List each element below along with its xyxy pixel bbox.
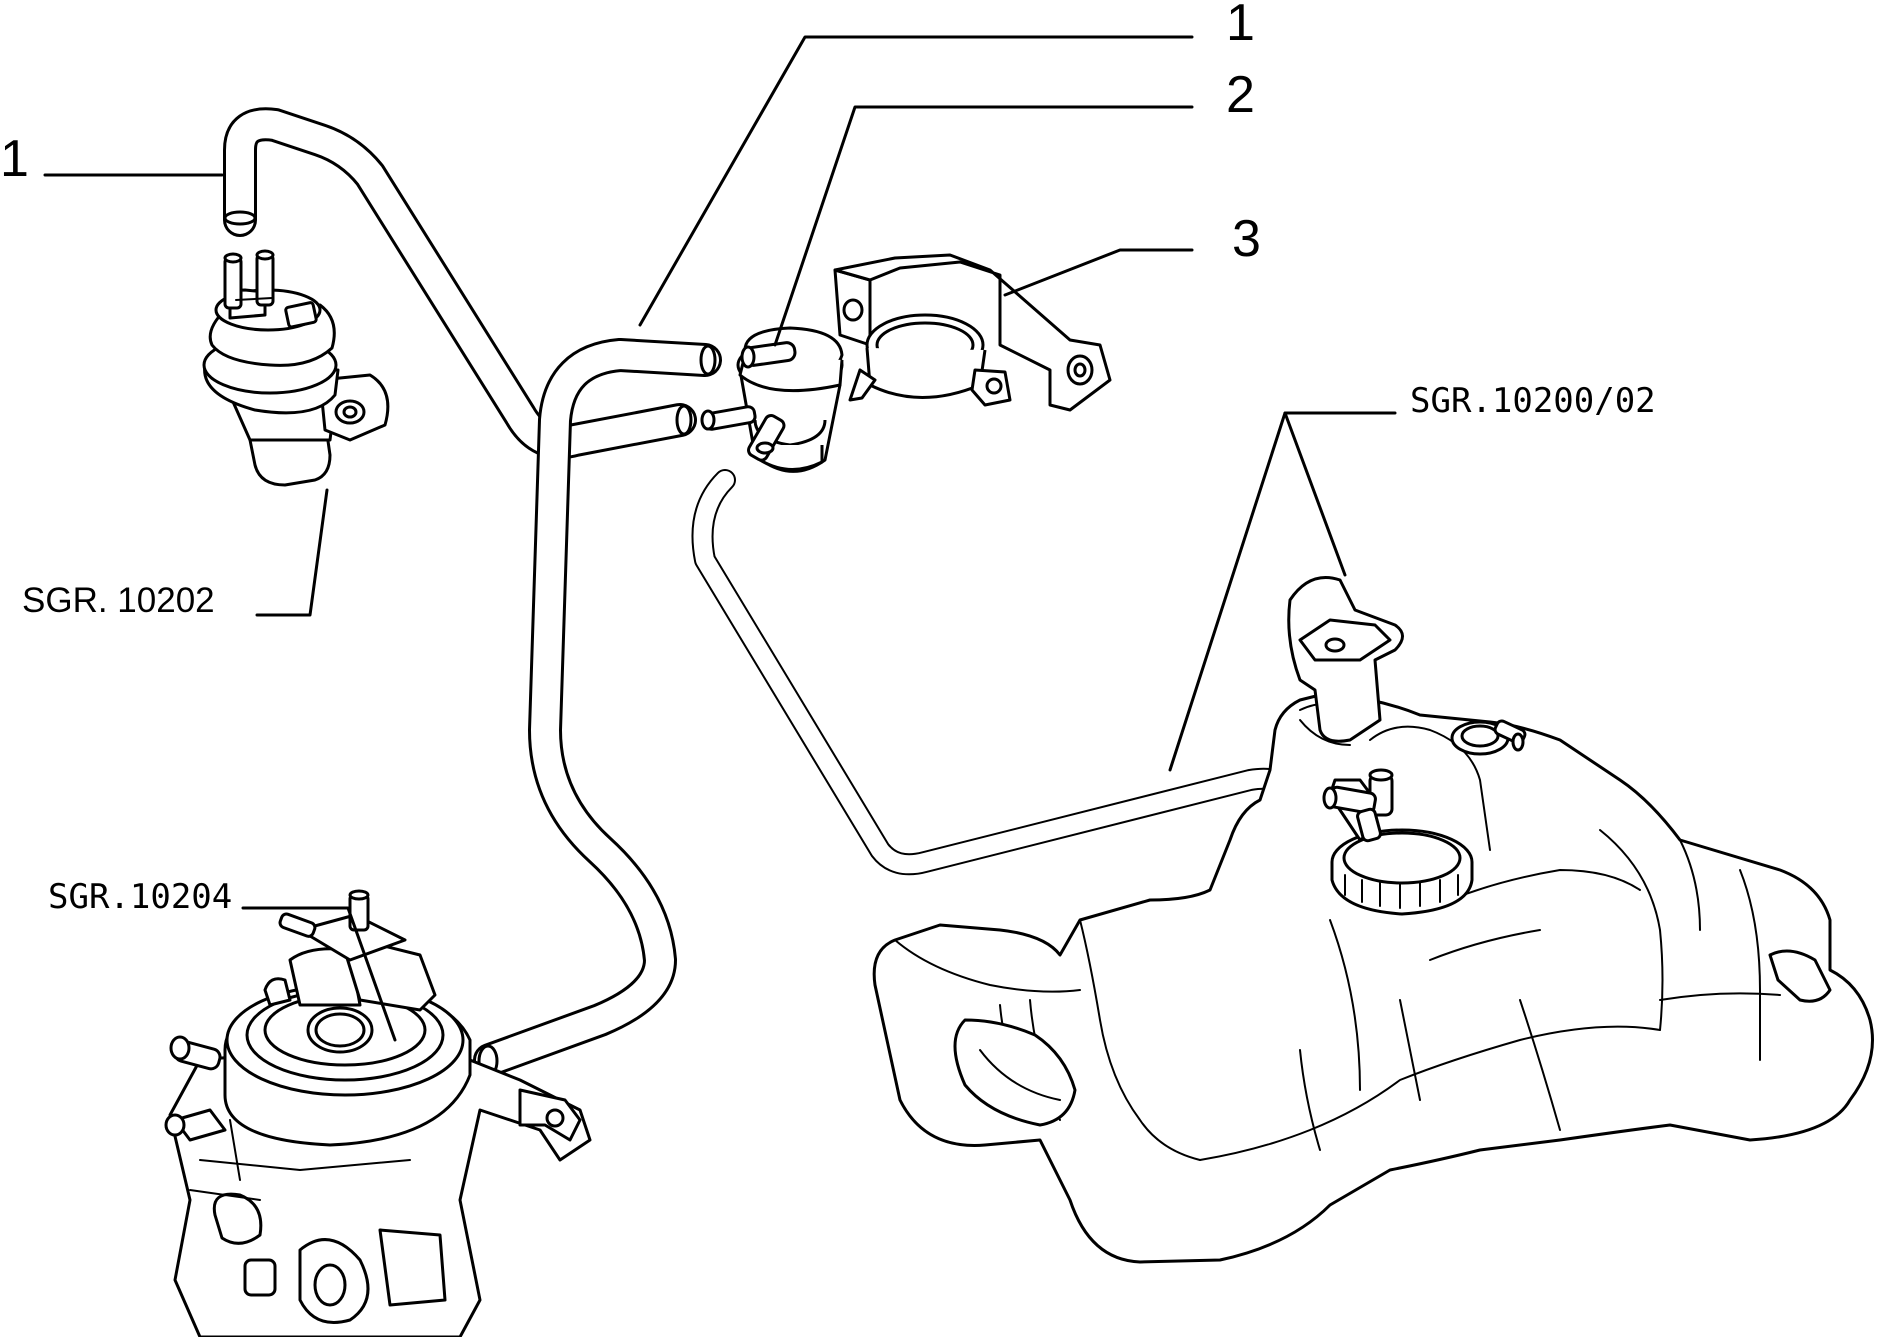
leader-fuel-pump bbox=[255, 488, 329, 617]
callout-hose-left: 1 bbox=[0, 130, 29, 188]
hose-throttle-to-valve bbox=[473, 338, 722, 1078]
valve bbox=[700, 326, 844, 473]
leader-lines bbox=[43, 35, 1397, 1042]
leader-hose-top bbox=[638, 35, 1194, 327]
leader-fuel-tank-b bbox=[1283, 411, 1347, 577]
ref-fuel-tank: SGR.10200/02 bbox=[1410, 381, 1656, 421]
ref-throttle-body: SGR.10204 bbox=[48, 877, 232, 917]
callout-bracket: 3 bbox=[1232, 210, 1261, 268]
throttle-body bbox=[164, 889, 592, 1337]
callout-valve: 2 bbox=[1226, 66, 1255, 124]
fuel-tank bbox=[872, 576, 1874, 1264]
leader-valve bbox=[773, 105, 1194, 347]
bracket bbox=[833, 253, 1112, 412]
callout-hose-top: 1 bbox=[1226, 0, 1255, 52]
leader-bracket bbox=[1003, 248, 1194, 297]
fuel-pump bbox=[202, 249, 390, 487]
ref-fuel-pump: SGR. 10202 bbox=[22, 581, 215, 620]
leader-throttle-body bbox=[241, 906, 397, 1042]
